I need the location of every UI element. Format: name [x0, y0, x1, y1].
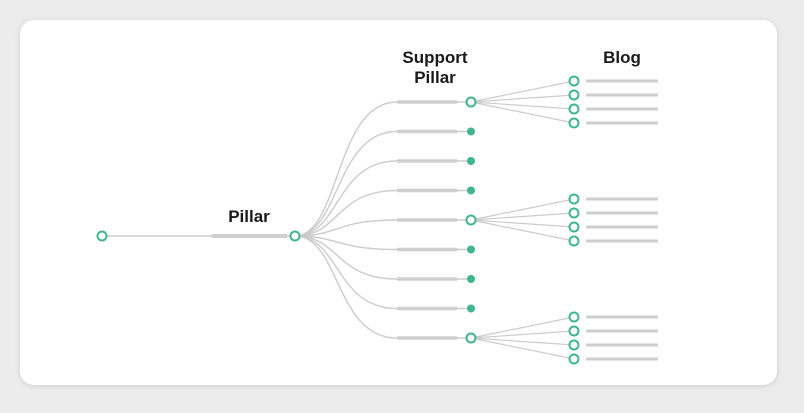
support-to-blog-connector — [470, 337, 575, 360]
support-node-hollow — [465, 332, 477, 344]
blog-node — [568, 207, 580, 219]
blog-node — [568, 221, 580, 233]
support-to-blog-connector — [470, 80, 575, 103]
support-pillar-label-line-2: Pillar — [414, 68, 456, 87]
blog-node — [568, 339, 580, 351]
blog-node — [568, 235, 580, 247]
support-node-filled — [467, 275, 475, 283]
pillar-to-support-connector — [294, 235, 398, 310]
pillar-label: Pillar — [228, 207, 270, 226]
connector-layer — [102, 80, 575, 360]
pillar-to-support-connector — [294, 235, 398, 339]
pillar-node — [289, 230, 301, 242]
support-to-blog-connector — [470, 212, 575, 221]
blog-node — [568, 311, 580, 323]
support-node-filled — [467, 245, 475, 254]
pillar-to-support-connector — [294, 235, 398, 280]
blog-node — [568, 193, 580, 205]
blog-node — [568, 103, 580, 115]
bar-layer — [212, 79, 658, 361]
support-node-filled — [467, 157, 475, 165]
blog-node — [568, 117, 580, 129]
support-to-blog-connector — [470, 316, 575, 339]
blog-node — [568, 75, 580, 87]
support-to-blog-connector — [470, 198, 575, 221]
root-node — [96, 230, 108, 242]
support-to-blog-connector — [470, 101, 575, 124]
support-node-filled — [467, 304, 475, 313]
pillar-to-support-connector — [294, 189, 398, 237]
support-to-blog-connector — [470, 330, 575, 339]
pillar-to-support-connector — [294, 219, 398, 237]
support-node-filled — [467, 127, 475, 136]
support-to-blog-connector — [470, 94, 575, 103]
pillar-to-support-connector — [294, 235, 398, 251]
support-pillar-label-line-1: Support — [402, 48, 468, 67]
support-pillar-label: Support Pillar — [390, 48, 480, 88]
pillar-to-support-connector — [294, 130, 398, 237]
support-node-filled — [467, 186, 475, 195]
support-to-blog-connector — [470, 219, 575, 242]
blog-node — [568, 353, 580, 365]
blog-label: Blog — [603, 48, 641, 67]
support-node-hollow — [465, 96, 477, 108]
support-to-blog-connector — [470, 101, 575, 110]
blog-node — [568, 89, 580, 101]
support-to-blog-connector — [470, 337, 575, 346]
support-to-blog-connector — [470, 219, 575, 228]
blog-node — [568, 325, 580, 337]
support-node-hollow — [465, 214, 477, 226]
node-layer — [96, 75, 580, 365]
pillar-to-support-connector — [294, 101, 398, 237]
pillar-to-support-connector — [294, 160, 398, 237]
